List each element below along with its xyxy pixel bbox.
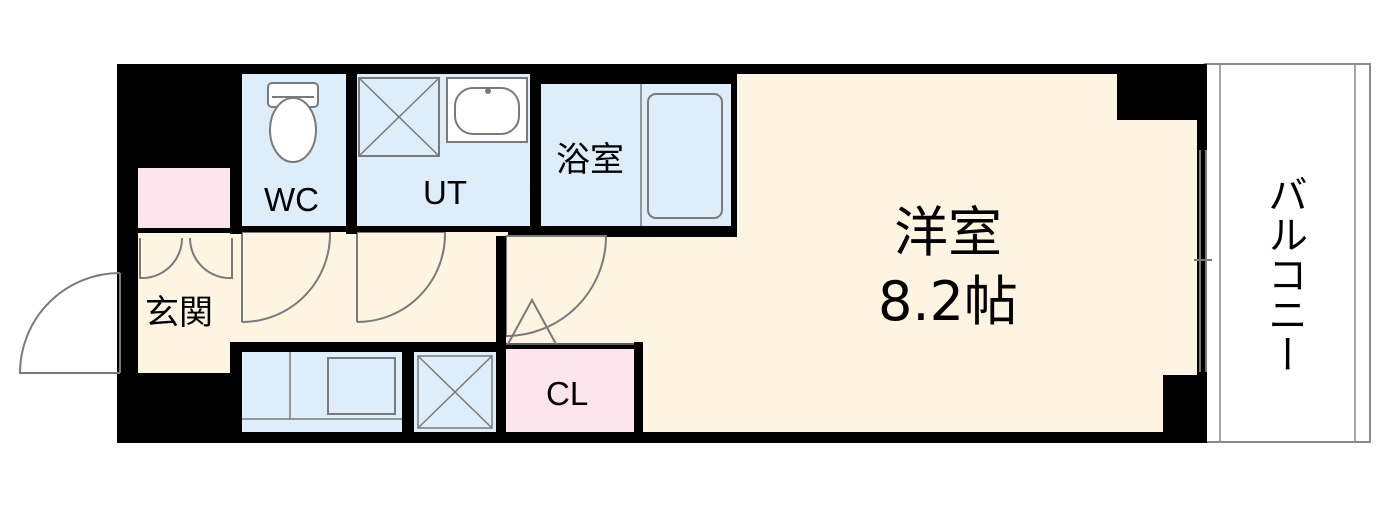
bath-label: 浴室 bbox=[556, 140, 624, 180]
western-room-size: 8.2帖 bbox=[878, 270, 1018, 334]
wc-room bbox=[242, 74, 346, 226]
utility-room bbox=[357, 74, 573, 226]
western-room-floor bbox=[506, 74, 1197, 432]
entrance-label: 玄関 bbox=[145, 293, 213, 333]
closet-room bbox=[506, 343, 634, 432]
entrance-floor bbox=[138, 233, 236, 373]
shoe-cabinet bbox=[138, 168, 230, 228]
stove-icon bbox=[327, 357, 396, 415]
wc-label: WC bbox=[264, 181, 319, 218]
washer-pan-icon bbox=[358, 77, 440, 157]
ut-label: UT bbox=[423, 174, 467, 211]
hallway-floor bbox=[236, 230, 508, 342]
balcony-label: バルコニー bbox=[1261, 174, 1307, 374]
western-room-label: 洋室 8.2帖 bbox=[858, 198, 1038, 336]
closet-label: CL bbox=[546, 375, 589, 412]
sink-icon bbox=[454, 87, 520, 135]
bath-room bbox=[541, 84, 731, 226]
bathtub-icon bbox=[647, 93, 723, 219]
kitchen-area bbox=[242, 352, 402, 432]
fridge-space bbox=[414, 352, 496, 432]
toilet-icon bbox=[269, 97, 317, 163]
western-room-name: 洋室 bbox=[894, 201, 1002, 264]
interior-walls bbox=[230, 74, 737, 432]
balcony-area bbox=[1204, 63, 1371, 443]
